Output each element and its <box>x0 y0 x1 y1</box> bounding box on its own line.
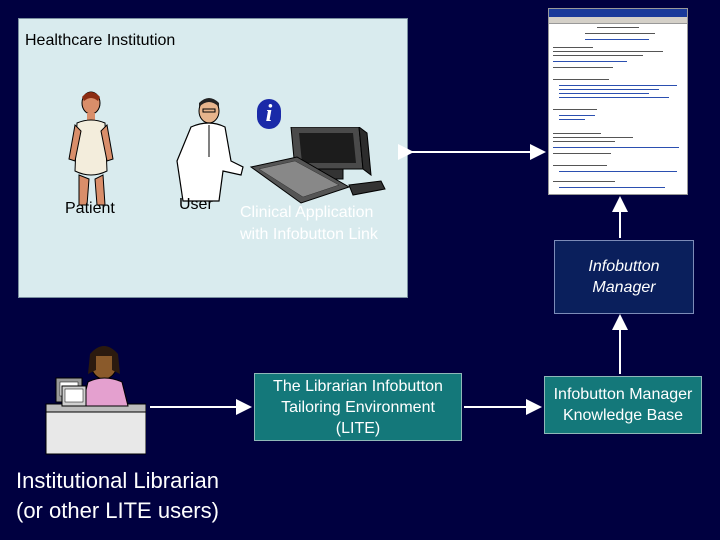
connector-arrows <box>0 0 720 540</box>
